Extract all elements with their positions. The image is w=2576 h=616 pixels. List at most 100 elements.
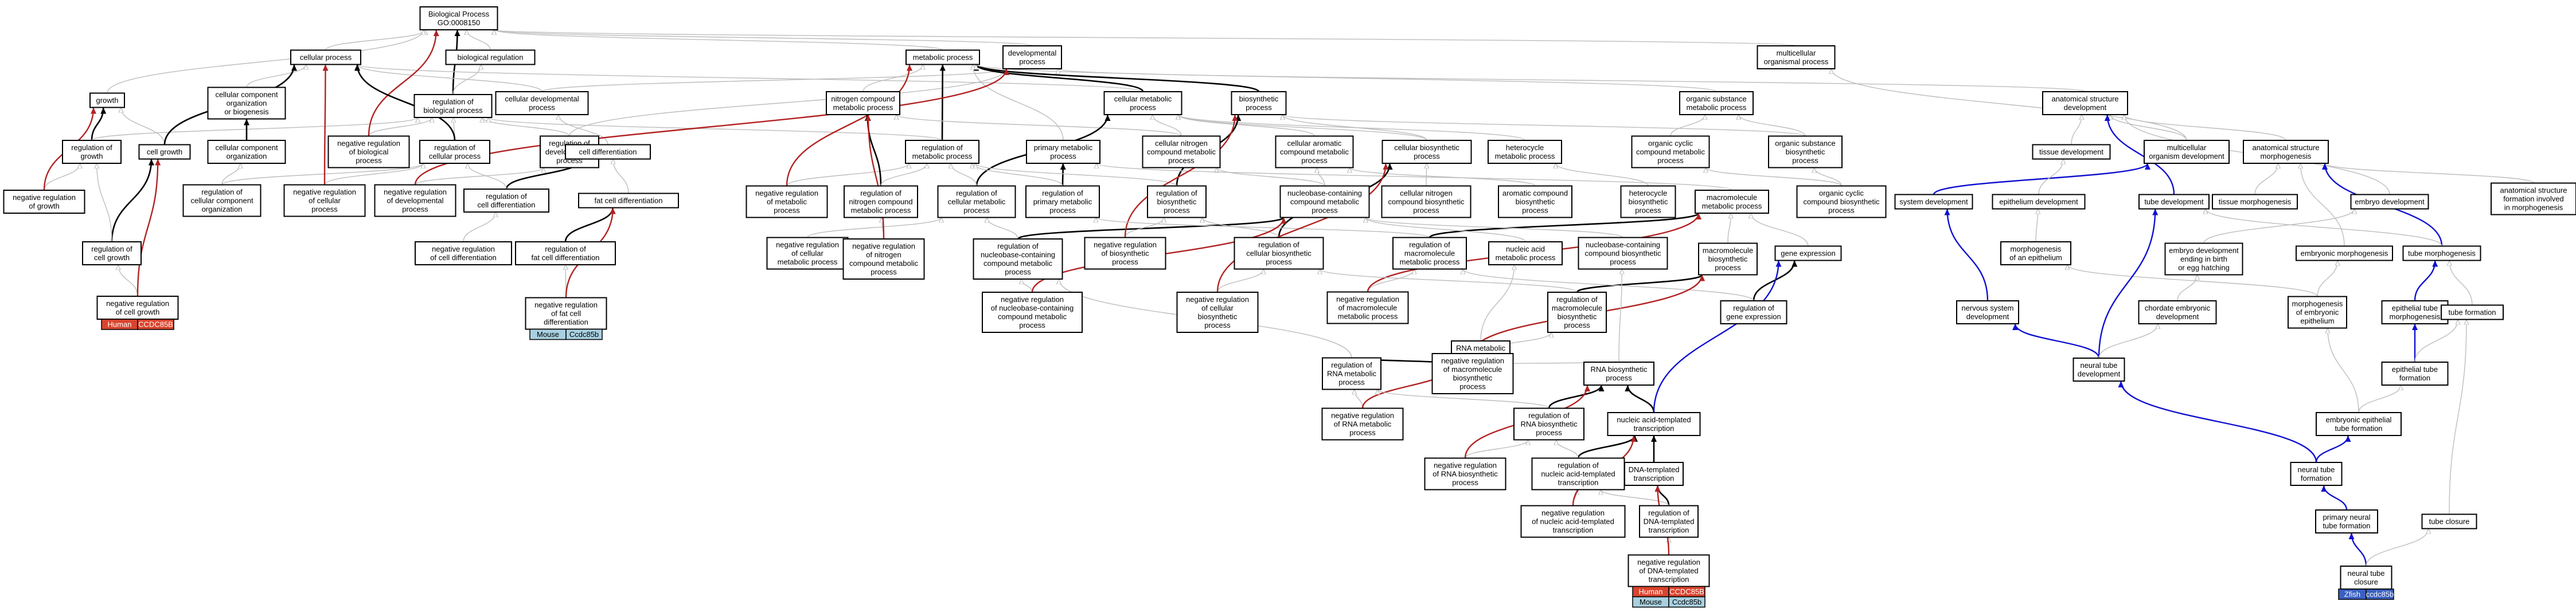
go-term-node-embryo-development[interactable]: embryo development (2350, 194, 2429, 210)
go-term-node-tube-development[interactable]: tube development (2138, 194, 2210, 210)
go-term-node-tissue-morphogenesis[interactable]: tissue morphogenesis (2212, 194, 2298, 210)
go-term-node-tube-closure[interactable]: tube closure (2421, 513, 2477, 529)
go-term-node-cell-differentiation[interactable]: cell differentiation (565, 144, 651, 160)
go-term-node-growth[interactable]: growth (89, 92, 125, 108)
go-term-node-tissue-development[interactable]: tissue development (2032, 144, 2111, 160)
go-term-node-tube-formation[interactable]: tube formation (2441, 304, 2504, 320)
go-term-node-cellular-process[interactable]: cellular process (290, 49, 361, 65)
go-term-node-gene-expression[interactable]: gene expression (1774, 245, 1842, 261)
go-term-node-fat-cell-differentiation[interactable]: fat cell differentiation (578, 193, 679, 209)
go-term-node-system-development[interactable]: system development (1894, 194, 1973, 210)
go-term-node-metabolic-process[interactable]: metabolic process (905, 49, 980, 65)
go-term-node-biological-regulation[interactable]: biological regulation (445, 49, 536, 65)
go-term-node-regulation-of-nucleobase-containing-compound-metabolic-process[interactable]: regulation ofnucleobase-containingcompou… (973, 238, 1063, 280)
go-term-node-tube-morphogenesis[interactable]: tube morphogenesis (2402, 245, 2481, 261)
go-term-node-regulation-of-macromolecule-biosynthetic-process[interactable]: regulation ofmacromoleculebiosyntheticpr… (1547, 292, 1607, 333)
go-term-node-embryonic-morphogenesis[interactable]: embryonic morphogenesis (2296, 245, 2393, 261)
go-term-node-epithelium-development[interactable]: epithelium development (1992, 194, 2086, 210)
go-term-node-cell-growth[interactable]: cell growth (138, 144, 191, 160)
